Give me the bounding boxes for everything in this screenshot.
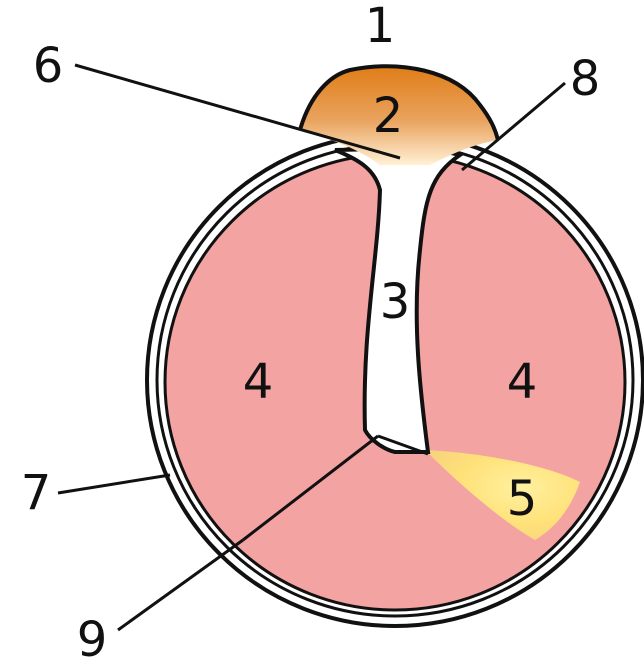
label-8: 8 — [570, 51, 601, 107]
label-6: 6 — [33, 38, 64, 94]
leader-9 — [118, 540, 243, 630]
label-4-right: 4 — [507, 354, 538, 410]
label-2: 2 — [373, 88, 404, 144]
label-1: 1 — [365, 0, 396, 54]
label-3: 3 — [380, 274, 411, 330]
leader-7 — [58, 475, 170, 493]
label-7: 7 — [21, 465, 52, 521]
label-4-left: 4 — [243, 354, 274, 410]
label-5: 5 — [507, 471, 538, 527]
label-9: 9 — [77, 612, 108, 662]
